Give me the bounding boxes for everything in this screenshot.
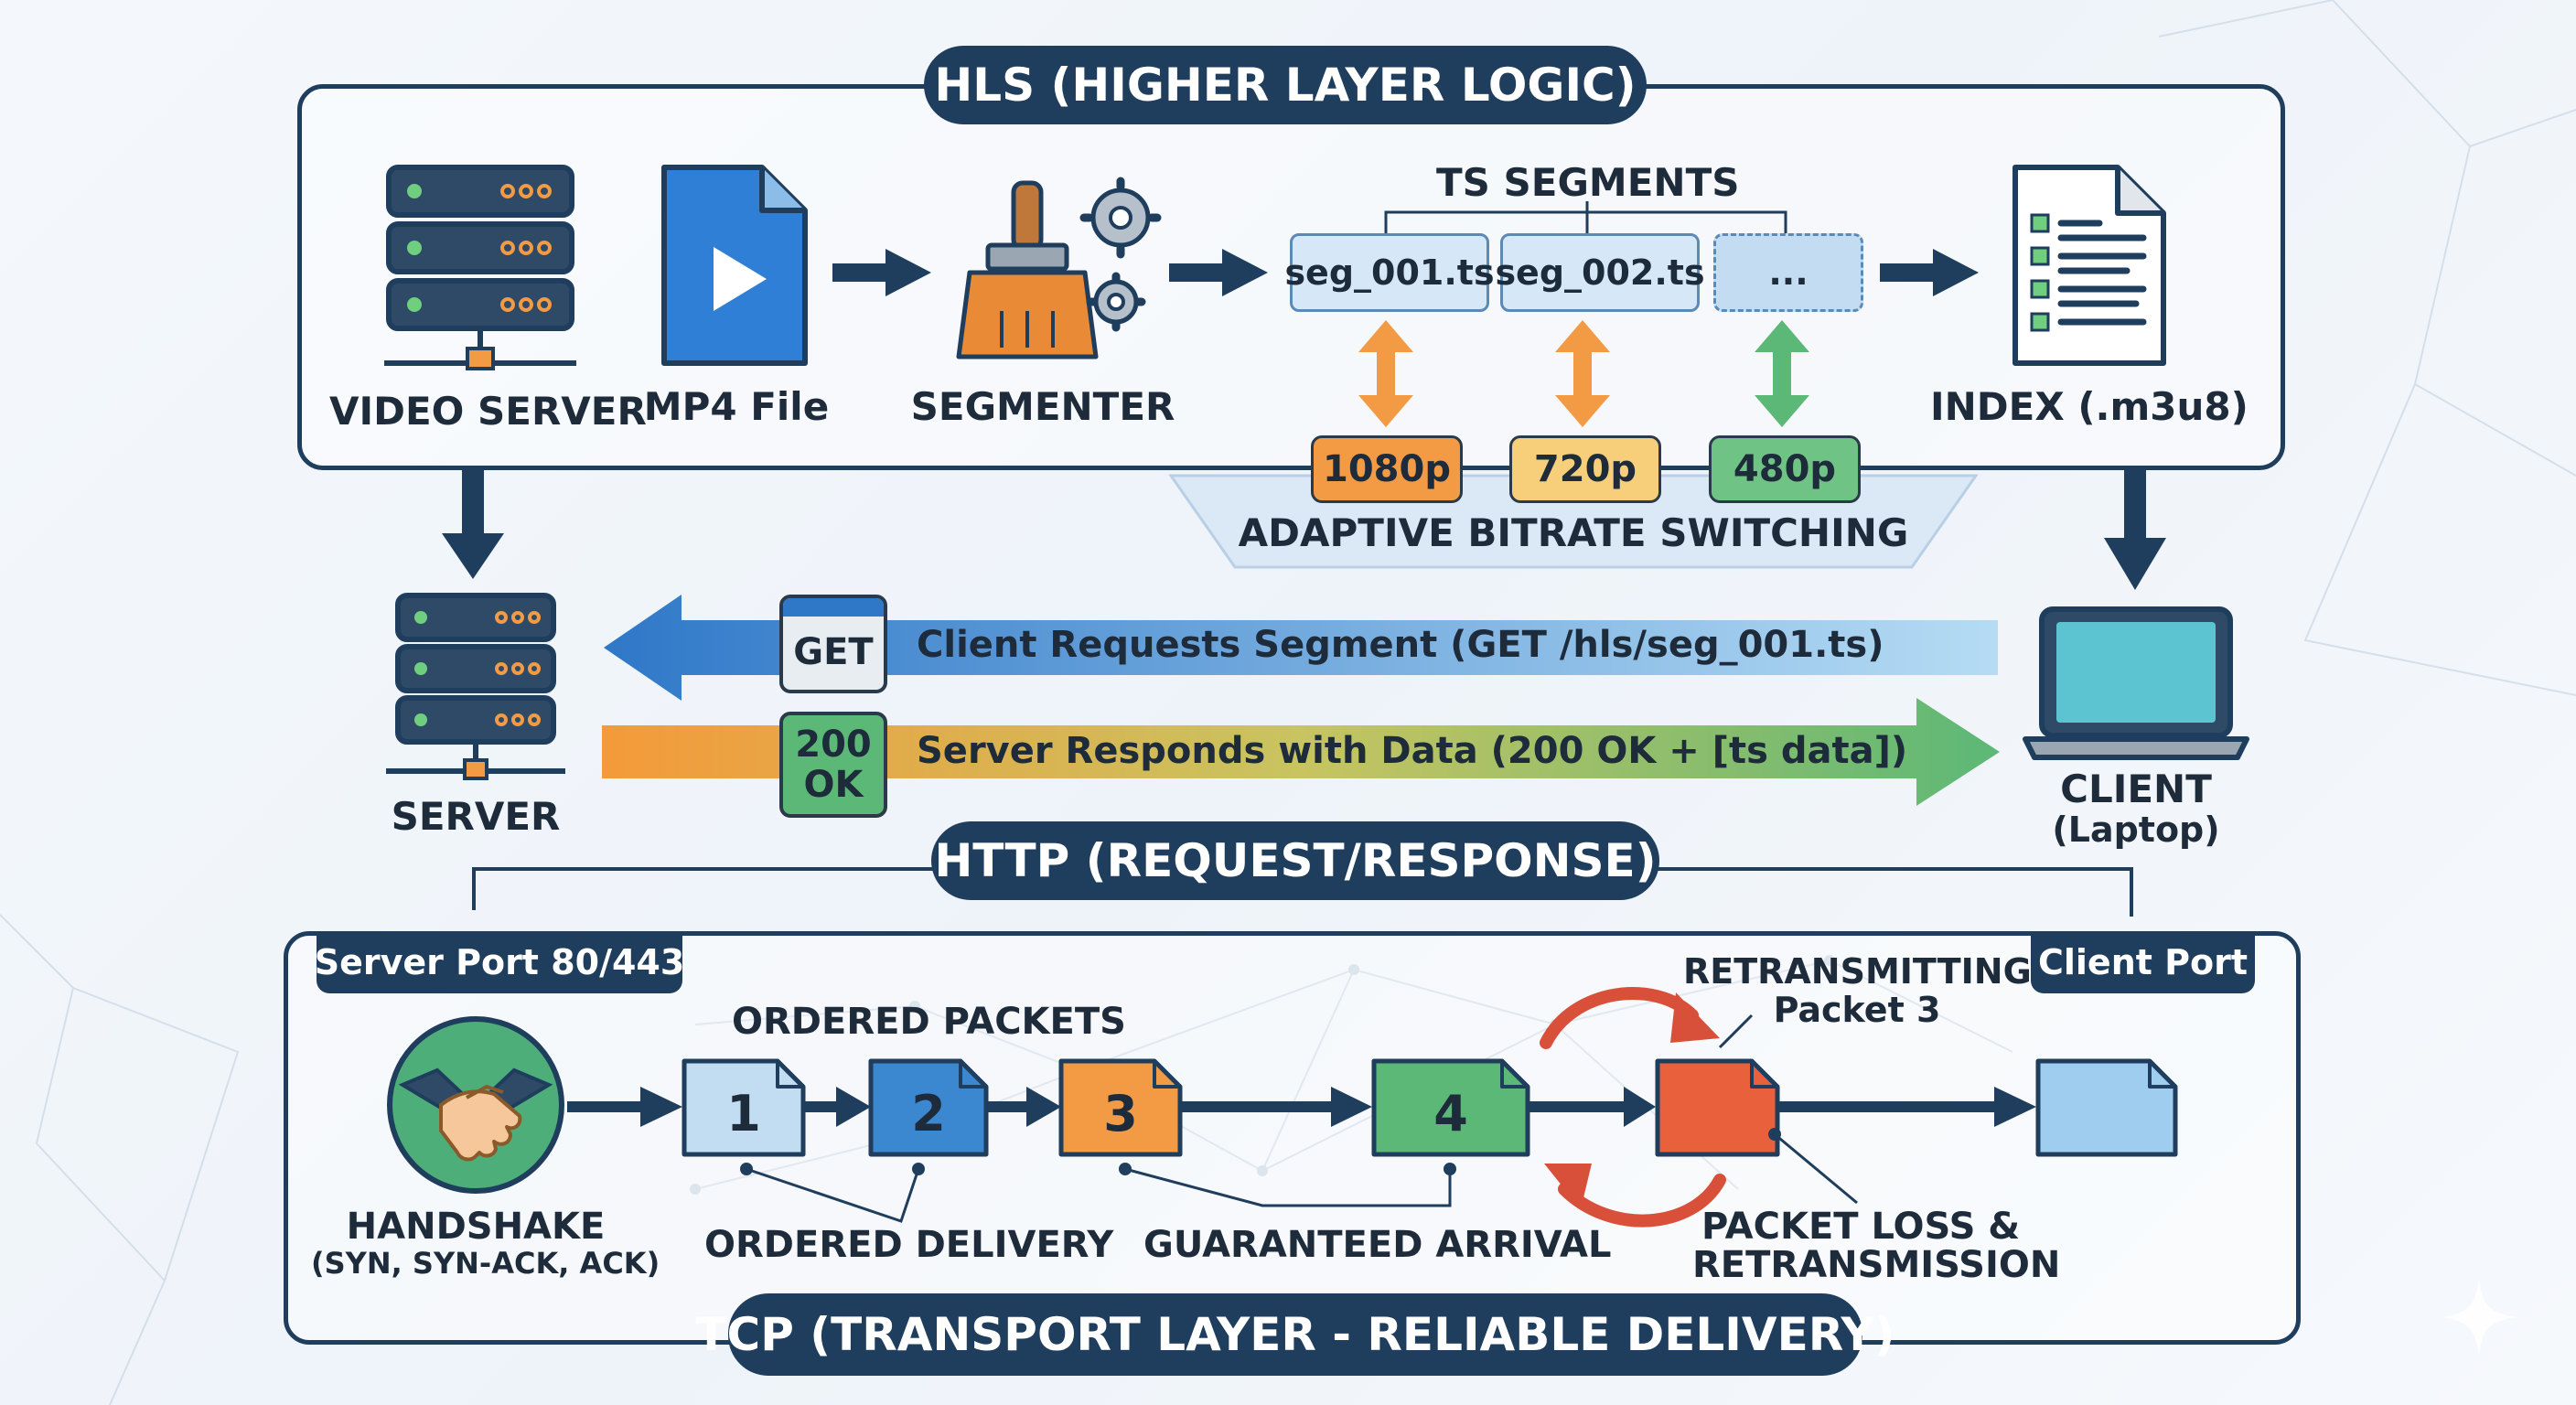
resolution-720p: 720p: [1509, 435, 1661, 503]
ok-badge: 200 OK: [779, 712, 887, 818]
ordered-delivery-label: ORDERED DELIVERY: [704, 1224, 1114, 1266]
server-label: SERVER: [391, 794, 561, 839]
resolution-480p: 480p: [1709, 435, 1861, 503]
packet-2: 2: [911, 1084, 946, 1142]
retransmitting-packet-label: Packet 3: [1773, 990, 1941, 1030]
guaranteed-arrival-label: GUARANTEED ARRIVAL: [1143, 1224, 1612, 1266]
get-badge-bar: [783, 598, 884, 617]
packet-1: 1: [726, 1084, 761, 1142]
packet-loss-label: PACKET LOSS &: [1701, 1206, 2021, 1248]
ts-segments-label: TS SEGMENTS: [1436, 160, 1740, 205]
client-label: CLIENT: [2060, 767, 2212, 811]
retransmission-label: RETRANSMISSION: [1692, 1244, 2061, 1286]
ok-badge-line2: OK: [803, 764, 864, 806]
mp4-file-icon: [661, 165, 808, 366]
resolution-1080p: 1080p: [1311, 435, 1463, 503]
server-icon: [386, 593, 565, 780]
segment-box-1: seg_001.ts: [1284, 233, 1495, 312]
laptop-icon: [2023, 606, 2249, 760]
tcp-section: [284, 931, 2301, 1345]
handshake-icon: [387, 1016, 564, 1194]
video-server-icon: [384, 165, 576, 370]
packet-4: 4: [1433, 1084, 1468, 1142]
http-title: HTTP (REQUEST/RESPONSE): [931, 821, 1659, 900]
segmenter-label: SEGMENTER: [910, 384, 1175, 429]
video-server-label: VIDEO SERVER: [329, 389, 647, 434]
ok-response-text: Server Responds with Data (200 OK + [ts …: [917, 730, 1908, 772]
get-badge-label: GET: [793, 631, 874, 673]
index-file-icon: [2012, 165, 2166, 366]
segmenter-icon: [956, 177, 1162, 359]
tcp-title: TCP (TRANSPORT LAYER - RELIABLE DELIVERY…: [695, 1293, 1895, 1376]
client-sub-label: (Laptop): [2052, 810, 2220, 850]
segment-box-2: seg_002.ts: [1495, 233, 1705, 312]
index-label: INDEX (.m3u8): [1930, 384, 2249, 429]
sparkle-icon: [2441, 1279, 2517, 1356]
get-badge: GET: [779, 595, 887, 693]
ordered-packets-label: ORDERED PACKETS: [732, 1001, 1126, 1043]
mp4-file-label: MP4 File: [643, 384, 830, 429]
adaptive-bitrate-label: ADAPTIVE BITRATE SWITCHING: [1238, 510, 1909, 555]
handshake-sub-label: (SYN, SYN-ACK, ACK): [311, 1246, 660, 1281]
packet-3: 3: [1103, 1084, 1138, 1142]
hls-title: HLS (HIGHER LAYER LOGIC): [924, 46, 1647, 124]
ok-badge-line1: 200: [795, 724, 872, 766]
retransmitting-label: RETRANSMITTING: [1683, 951, 2032, 992]
server-port-tab: Server Port 80/443: [315, 931, 684, 993]
get-request-text: Client Requests Segment (GET /hls/seg_00…: [917, 624, 1884, 666]
client-port-tab: Client Port: [2031, 931, 2255, 993]
segment-box-more: ...: [1713, 233, 1863, 312]
handshake-label: HANDSHAKE: [346, 1206, 606, 1248]
